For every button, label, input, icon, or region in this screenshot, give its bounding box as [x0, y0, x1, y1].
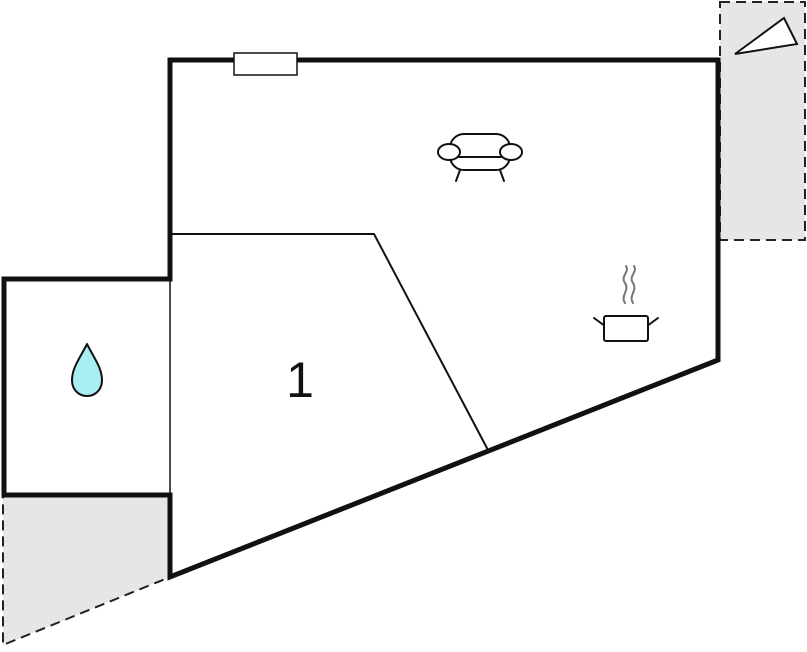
window-icon [233, 52, 298, 76]
room-number-label: 1 [286, 352, 314, 408]
terrace-area-bottom-left [1, 494, 171, 647]
sofa-icon [437, 133, 523, 182]
cooking-pot-icon [593, 265, 659, 342]
water-drop-icon [71, 343, 103, 397]
exterior-wall-bathroom [1, 276, 173, 498]
exterior-wall-main [167, 57, 721, 581]
north-arrow-icon [734, 16, 799, 55]
interior-partition-wall [172, 233, 489, 451]
main-room-floor [170, 60, 718, 577]
